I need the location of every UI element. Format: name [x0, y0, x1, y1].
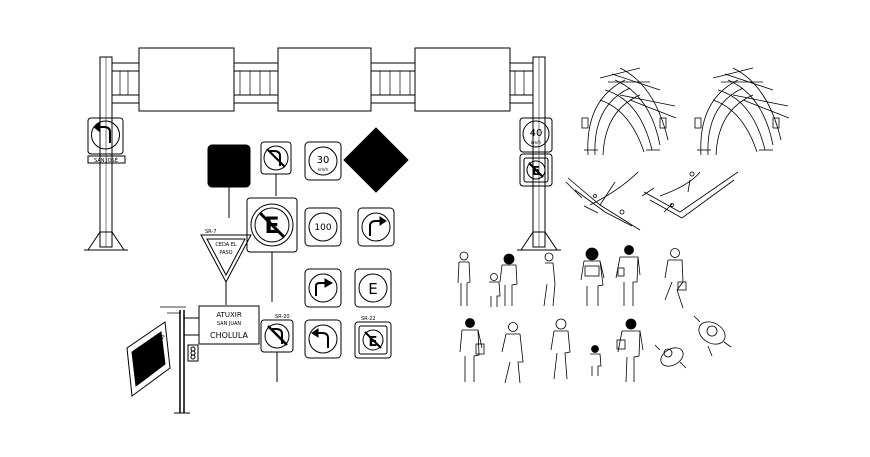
- black-diamond-sign: [343, 127, 409, 193]
- person-figure: [459, 318, 485, 382]
- no-turn-sign: [260, 141, 292, 196]
- person-top-view: [693, 315, 732, 357]
- speed-40-unit: km/h: [531, 140, 542, 145]
- yield-line2: PASO: [219, 250, 232, 256]
- direction-line2: SAN JUAN: [217, 321, 242, 327]
- person-figure: [616, 318, 644, 383]
- person-figure: [580, 247, 605, 306]
- person-figure: [457, 251, 471, 306]
- no-parking-sign-sr22: SR-22 E: [354, 316, 392, 359]
- person-figure: [501, 322, 524, 384]
- e-sign: E: [354, 268, 392, 308]
- speed-40-sign: 40 km/h: [519, 117, 553, 153]
- overhead-gantry: [84, 47, 561, 251]
- speed-100-value: 100: [314, 223, 331, 233]
- turn-sign-left-post: SAN JOSÉ: [87, 117, 126, 164]
- person-figure: [590, 345, 602, 376]
- person-figure: [615, 245, 641, 306]
- direction-line3: CHOLULA: [210, 331, 248, 340]
- person-figure: [499, 253, 518, 306]
- speed-30-value: 30: [317, 155, 330, 166]
- yield-line1: CEDA EL: [215, 242, 237, 248]
- direction-sign-assembly: ATUXIR SAN JUAN CHOLULA CALZADA: [126, 305, 260, 414]
- no-parking-sign-right-post: E: [519, 153, 553, 187]
- people-figures: [457, 245, 732, 384]
- yield-code: SR-7: [205, 229, 216, 235]
- right-arrow-sign: [304, 268, 342, 308]
- svg-text:E: E: [369, 335, 378, 350]
- turn-radius-diagram-4: [641, 171, 739, 219]
- turn-radius-diagram-3: [565, 171, 641, 231]
- no-turn-sign-sr20: SR-20: [260, 314, 294, 382]
- direction-line1: ATUXIR: [216, 311, 242, 319]
- person-figure: [664, 248, 687, 309]
- black-square-sign: [207, 144, 251, 218]
- right-turn-sign: [357, 207, 395, 247]
- left-turn-sign: [304, 319, 342, 359]
- left-post-sign-label: SAN JOSÉ: [94, 156, 118, 164]
- speed-100-sign: 100: [304, 207, 342, 247]
- e-sign-letter: E: [368, 280, 377, 298]
- person-figure: [543, 252, 556, 307]
- person-top-view: [654, 344, 687, 369]
- gantry-panel-center: [277, 47, 372, 112]
- speed-40-value: 40: [530, 128, 543, 139]
- no-parking-sign-large: E: [246, 197, 298, 302]
- turn-radius-diagram-1: [581, 67, 677, 156]
- sr22-code: SR-22: [361, 316, 376, 322]
- person-figure: [489, 273, 501, 307]
- sr20-code: SR-20: [275, 314, 290, 320]
- speed-30-sign: 30 km/h: [304, 141, 342, 181]
- speed-30-unit: km/h: [318, 167, 329, 172]
- person-figure: [550, 318, 571, 380]
- turn-radius-diagram-2: [694, 67, 790, 156]
- gantry-panel-right: [414, 47, 511, 112]
- yield-sign: SR-7 CEDA EL PASO: [200, 229, 252, 305]
- gantry-panel-left: [138, 47, 235, 112]
